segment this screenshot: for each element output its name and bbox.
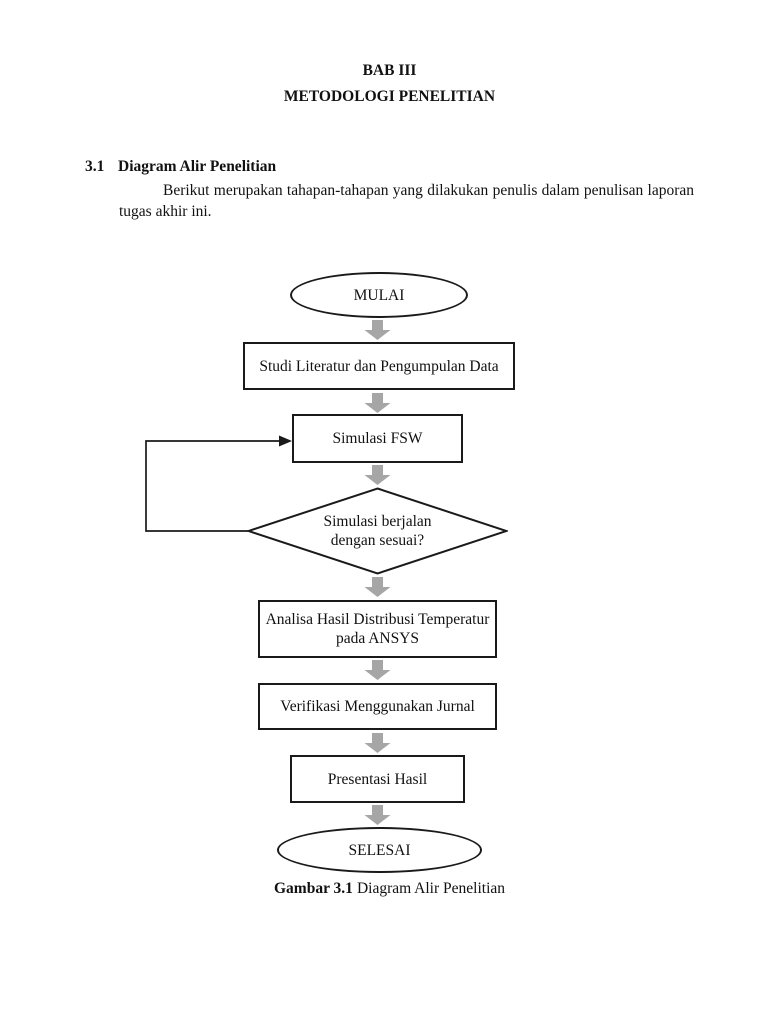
down-arrow-icon-7 [364,805,391,825]
flowchart-node-mulai: MULAI [290,272,468,318]
chapter-title-line2: METODOLOGI PENELITIAN [283,88,496,105]
flowchart-node-studi-literatur: Studi Literatur dan Pengumpulan Data [243,342,515,390]
intro-paragraph: Berikut merupakan tahapan-tahapan yang d… [119,181,694,222]
node-studi-label: Studi Literatur dan Pengumpulan Data [259,357,499,375]
node-presentasi-label: Presentasi Hasil [327,770,428,788]
down-arrow-icon-3 [364,465,391,485]
flowchart-node-verifikasi: Verifikasi Menggunakan Jurnal [258,683,497,730]
flowchart-node-analisa: Analisa Hasil Distribusi Temperatur pada… [258,600,497,658]
figure-caption-label: Gambar 3.1 [273,880,353,897]
down-arrow-icon-6 [364,733,391,753]
node-analisa-line2: pada ANSYS [335,630,420,647]
chapter-title-line1: BAB III [362,62,417,79]
flowchart-node-presentasi: Presentasi Hasil [290,755,465,803]
section-heading: 3.1 Diagram Alir Penelitian [85,157,276,176]
down-arrow-icon-5 [364,660,391,680]
flowchart-node-selesai: SELESAI [277,827,482,873]
decision-label-line2: dengan sesuai? [330,532,425,549]
paragraph-line2: tugas akhir ini. [119,202,212,220]
section-title: Diagram Alir Penelitian [118,158,277,175]
down-arrow-icon-4 [364,577,391,597]
decision-label: Simulasi berjalan dengan sesuai? [247,487,508,575]
down-arrow-icon-1 [364,320,391,340]
flowchart-node-decision: Simulasi berjalan dengan sesuai? [247,487,508,575]
flowchart-node-simulasi-fsw: Simulasi FSW [292,414,463,463]
node-verifikasi-label: Verifikasi Menggunakan Jurnal [280,698,475,715]
chapter-title: BAB III METODOLOGI PENELITIAN [85,58,694,110]
node-mulai-label: MULAI [353,286,405,304]
section-number: 3.1 [85,158,105,175]
figure-caption-text: Diagram Alir Penelitian [356,880,506,897]
paragraph-line1: Berikut merupakan tahapan-tahapan yang d… [163,182,694,199]
decision-diamond-shape [247,487,508,575]
node-analisa-line1: Analisa Hasil Distribusi Temperatur [265,611,490,628]
decision-label-line1: Simulasi berjalan [323,513,432,530]
down-arrow-icon-2 [364,393,391,413]
feedback-loop-arrowhead-icon [279,435,292,447]
node-selesai-label: SELESAI [348,841,411,859]
node-simulasi-label: Simulasi FSW [332,430,423,447]
